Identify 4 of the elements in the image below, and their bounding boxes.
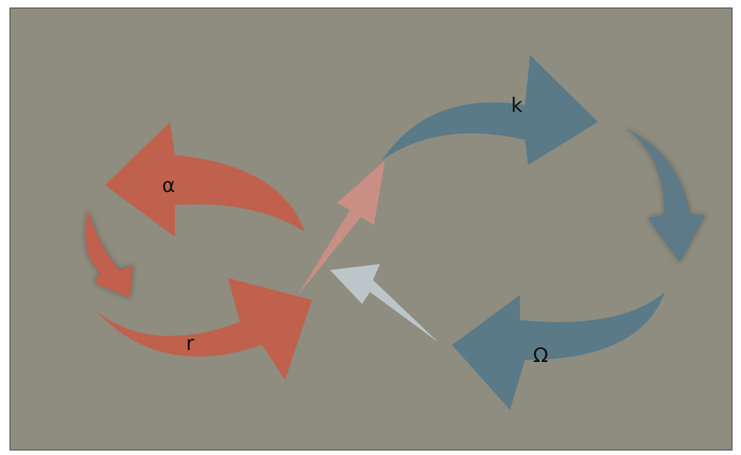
phase-label: k xyxy=(511,95,523,115)
phase-label: r xyxy=(186,333,194,353)
phase-label: α xyxy=(162,175,176,195)
phase-label: Ω xyxy=(533,345,548,365)
